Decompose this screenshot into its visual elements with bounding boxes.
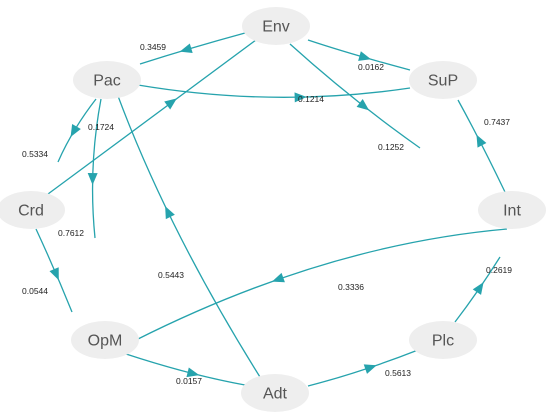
edge-weight-label: 0.5443 [158,270,184,280]
edge-arrowhead-env-to-pac [179,43,193,54]
edge-labels-layer: 0.3459 0.0162 0.1252 0.1724 0.1214 0.5334 0.76… [22,42,512,386]
node-label: SuP [428,73,458,90]
node-opm: OpM [71,321,139,359]
edge-weight-label: 0.0157 [176,376,202,386]
edge-int-to-sup [457,99,506,193]
edge-pac-to-sup [137,84,411,98]
edge-arrowhead-pac-to-sup [294,92,307,103]
edge-arrowhead-crd-to-opm [49,267,59,281]
edge-arrowhead-opm-to-adt [186,367,200,378]
edge-env-to-int [289,43,421,149]
edge-crd-to-env [47,39,257,195]
node-plc: Plc [409,321,477,359]
node-sup: SuP [409,61,477,99]
node-ellipse [241,374,309,412]
edge-weight-label: 0.1252 [378,142,404,152]
edges-layer [35,32,508,387]
node-adt: Adt [241,374,309,412]
node-ellipse [409,61,477,99]
edge-arrowhead-env-to-int [356,99,370,111]
node-ellipse [71,321,139,359]
node-label: Adt [263,386,288,403]
node-pac: Pac [73,61,141,99]
node-label: OpM [88,333,123,350]
edge-arrowhead-plc-to-int [472,282,484,295]
node-int: Int [478,191,546,229]
node-ellipse [478,191,546,229]
edge-arrowhead-int-to-opm [271,272,285,283]
node-ellipse [0,191,65,229]
node-crd: Crd [0,191,65,229]
node-env: Env [242,7,310,45]
edge-weight-label: 0.3336 [338,282,364,292]
edge-arrowhead-crd-to-env [164,98,177,110]
node-ellipse [242,7,310,45]
node-ellipse [73,61,141,99]
edge-weight-label: 0.2619 [486,265,512,275]
edge-arrowhead-adt-to-plc [363,364,377,374]
node-label: Int [503,203,521,220]
edge-env-to-sup [307,39,411,71]
edge-weight-label: 0.5334 [22,149,48,159]
edge-arrowhead-pac-to-crd [70,124,81,137]
node-label: Plc [432,333,454,350]
edge-weight-label: 0.7437 [484,117,510,127]
edge-weight-label: 0.1214 [298,94,324,104]
node-label: Crd [18,203,44,220]
edge-weight-label: 0.3459 [140,42,166,52]
node-label: Env [262,19,290,36]
edge-weight-label: 0.7612 [58,228,84,238]
node-label: Pac [93,73,121,90]
node-ellipse [409,321,477,359]
edge-weight-label: 0.1724 [88,122,114,132]
edge-arrowhead-pac-to-opm [87,172,98,186]
edge-arrowhead-env-to-sup [358,51,372,61]
edge-adt-to-plc [307,349,419,387]
edge-weight-label: 0.0162 [358,62,384,72]
edge-adt-to-pac [117,95,261,378]
edge-arrowhead-int-to-sup [476,134,487,148]
edge-int-to-opm [135,228,508,341]
edge-weight-label: 0.0544 [22,286,48,296]
edge-pac-to-opm [91,98,102,239]
edge-arrowhead-adt-to-pac [165,206,175,220]
edge-env-to-pac [139,32,246,65]
edge-weight-label: 0.5613 [385,368,411,378]
